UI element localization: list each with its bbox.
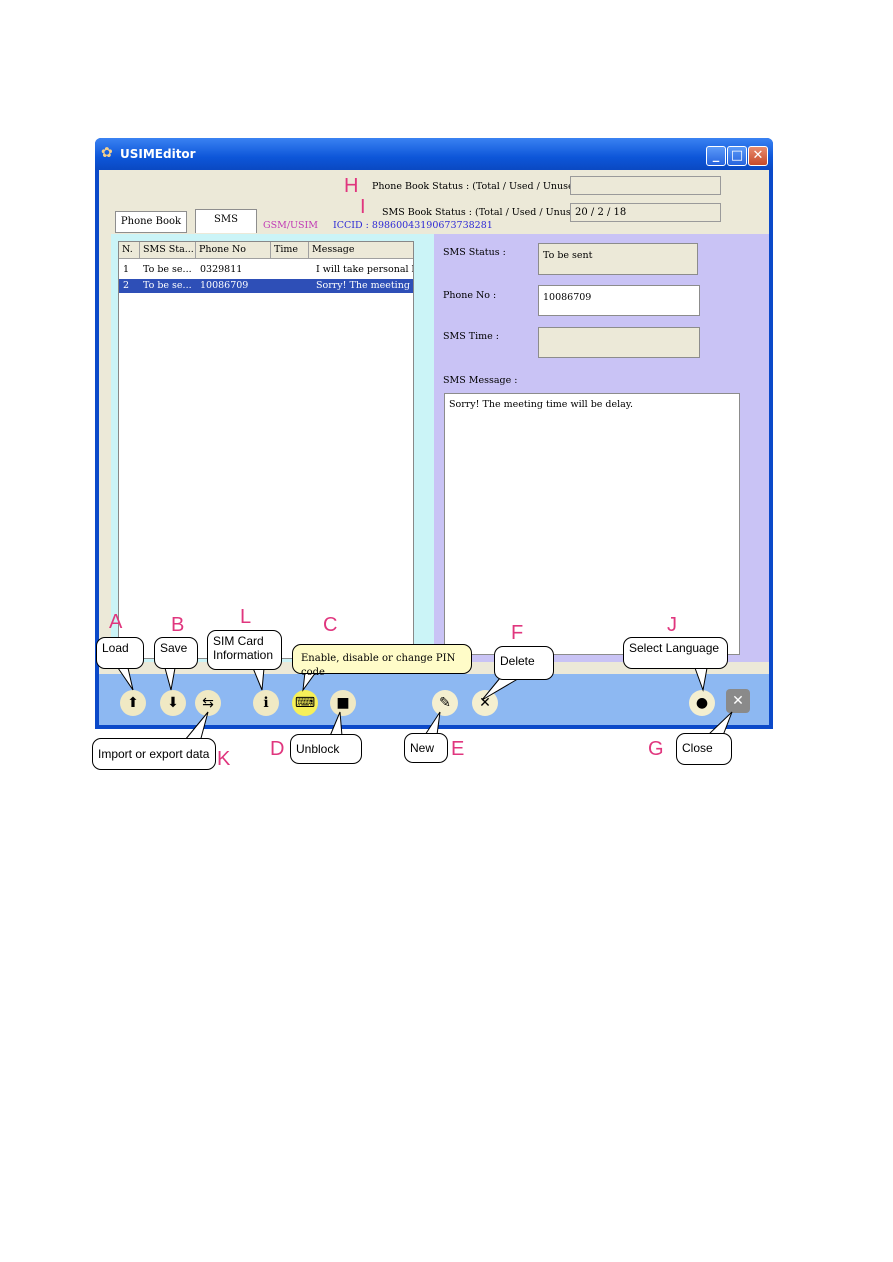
row-status: To be se... bbox=[143, 280, 192, 291]
row-number: 2 bbox=[123, 280, 130, 291]
sms-list[interactable]: N. SMS Sta... Phone No Time Message 1 To… bbox=[118, 241, 414, 659]
pointer-sim-info bbox=[252, 667, 265, 691]
table-row-selected[interactable]: 2 To be se... 10086709 Sorry! The meetin… bbox=[119, 279, 413, 293]
callout-save: Save bbox=[154, 637, 198, 669]
callout-pin: Enable, disable or change PIN code bbox=[292, 644, 472, 678]
table-row[interactable]: 1 To be se... 0329811 I will take person… bbox=[119, 263, 413, 277]
annotation-letter-i: I bbox=[360, 196, 366, 218]
callout-new: New bbox=[404, 733, 448, 763]
annotation-letter-e: E bbox=[451, 738, 465, 760]
new-icon[interactable]: ✎ bbox=[432, 690, 458, 716]
column-header-status[interactable]: SMS Sta... bbox=[140, 242, 196, 259]
pin-code-icon[interactable]: ⌨ bbox=[292, 690, 318, 716]
iccid-label: ICCID : 89860043190673738281 bbox=[333, 220, 493, 231]
column-header-number[interactable]: N. bbox=[119, 242, 140, 259]
row-number: 1 bbox=[123, 264, 130, 275]
phonebook-status-label: Phone Book Status : (Total / Used / Unus… bbox=[372, 181, 584, 192]
row-message: I will take personal lea bbox=[316, 264, 413, 275]
annotation-letter-k: K bbox=[217, 748, 231, 770]
sms-time-label: SMS Time : bbox=[443, 331, 499, 342]
callout-unblock: Unblock bbox=[290, 734, 362, 764]
card-type-label: GSM/USIM bbox=[263, 220, 319, 231]
annotation-letter-b: B bbox=[171, 614, 185, 636]
select-language-icon[interactable]: ● bbox=[689, 690, 715, 716]
phonebook-status-field bbox=[570, 176, 721, 195]
column-header-phone[interactable]: Phone No bbox=[196, 242, 271, 259]
window-title: USIMEditor bbox=[120, 147, 196, 161]
phone-no-input[interactable]: 10086709 bbox=[538, 285, 700, 316]
callout-select-language: Select Language bbox=[623, 637, 728, 669]
row-message: Sorry! The meeting tim bbox=[316, 280, 413, 291]
tab-sms[interactable]: SMS bbox=[195, 209, 257, 233]
column-header-message[interactable]: Message bbox=[309, 242, 413, 259]
phone-no-label: Phone No : bbox=[443, 290, 497, 301]
callout-close: Close bbox=[676, 733, 732, 765]
minimize-button[interactable]: _ bbox=[706, 146, 726, 166]
annotation-letter-f: F bbox=[511, 622, 524, 644]
sms-status-detail-field: To be sent bbox=[538, 243, 698, 275]
tab-phone-book[interactable]: Phone Book bbox=[115, 211, 187, 233]
row-phone: 0329811 bbox=[200, 264, 243, 275]
annotation-letter-g: G bbox=[648, 738, 664, 760]
close-icon[interactable]: ✕ bbox=[726, 689, 750, 713]
pointer-unblock bbox=[329, 711, 343, 737]
annotation-letter-j: J bbox=[667, 614, 677, 636]
sms-message-textarea[interactable]: Sorry! The meeting time will be delay. bbox=[444, 393, 740, 655]
pointer-load bbox=[117, 667, 134, 691]
callout-delete: Delete bbox=[494, 646, 554, 680]
sms-status-label: SMS Book Status : (Total / Used / Unused… bbox=[382, 207, 587, 218]
pointer-save bbox=[164, 667, 176, 691]
annotation-letter-c: C bbox=[323, 614, 338, 636]
callout-import-export: Import or export data bbox=[92, 738, 216, 770]
unblock-icon[interactable]: ■ bbox=[330, 690, 356, 716]
title-bar[interactable] bbox=[95, 138, 773, 170]
sms-status-field: 20 / 2 / 18 bbox=[570, 203, 721, 222]
maximize-button[interactable]: □ bbox=[727, 146, 747, 166]
sim-info-icon[interactable]: ℹ bbox=[253, 690, 279, 716]
load-icon[interactable]: ⬆ bbox=[120, 690, 146, 716]
row-phone: 10086709 bbox=[200, 280, 249, 291]
pointer-new bbox=[424, 711, 441, 736]
annotation-letter-l: L bbox=[240, 606, 252, 628]
annotation-letter-d: D bbox=[270, 738, 285, 760]
row-status: To be se... bbox=[143, 264, 192, 275]
annotation-letter-a: A bbox=[109, 611, 123, 633]
save-icon[interactable]: ⬇ bbox=[160, 690, 186, 716]
pointer-language bbox=[694, 667, 708, 692]
delete-icon[interactable]: ✕ bbox=[472, 690, 498, 716]
column-header-time[interactable]: Time bbox=[271, 242, 309, 259]
sms-status-detail-label: SMS Status : bbox=[443, 247, 506, 258]
callout-load: Load bbox=[96, 637, 144, 669]
sms-message-label: SMS Message : bbox=[443, 375, 518, 386]
window-close-button[interactable]: ✕ bbox=[748, 146, 768, 166]
callout-sim-info: SIM Card Information bbox=[207, 630, 282, 670]
annotation-letter-h: H bbox=[344, 175, 359, 197]
app-icon: ✿ bbox=[101, 145, 113, 161]
sms-time-field bbox=[538, 327, 700, 358]
import-export-icon[interactable]: ⇆ bbox=[195, 690, 221, 716]
